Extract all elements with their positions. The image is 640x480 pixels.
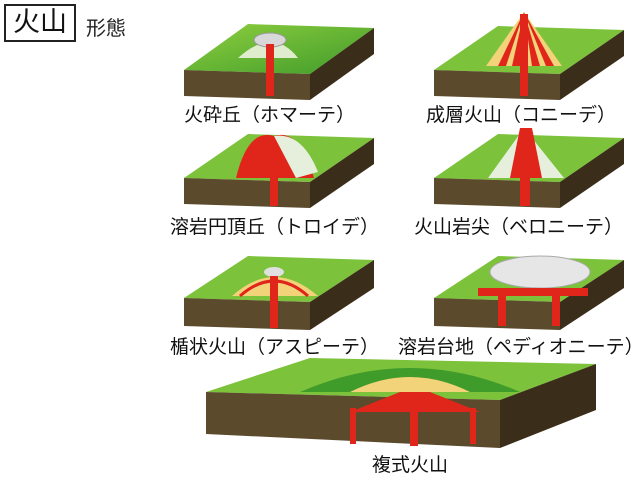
volcano-belonite-illustration (434, 128, 624, 208)
caption-compound: 複式火山 (372, 454, 449, 476)
volcano-tholoide-illustration (184, 134, 374, 208)
volcano-compound-illustration (206, 358, 596, 448)
caption-pedionite: 溶岩台地（ペディオニーテ） (398, 336, 640, 358)
volcano-pedionite-illustration (434, 255, 624, 330)
caption-konide: 成層火山（コニーデ） (426, 104, 617, 126)
caption-tholoide: 溶岩円頂丘（トロイデ） (170, 216, 380, 238)
caption-aspite: 楯状火山（アスピーテ） (170, 336, 380, 358)
volcano-aspite-illustration (184, 256, 374, 330)
volcano-homate-illustration (184, 24, 374, 100)
caption-belonite: 火山岩尖（ベロニーテ） (414, 216, 624, 238)
page-subtitle: 形態 (86, 16, 126, 40)
page-title: 火山 (4, 4, 76, 42)
caption-homate: 火砕丘（ホマーテ） (184, 104, 356, 126)
volcano-konide-illustration (434, 12, 624, 100)
